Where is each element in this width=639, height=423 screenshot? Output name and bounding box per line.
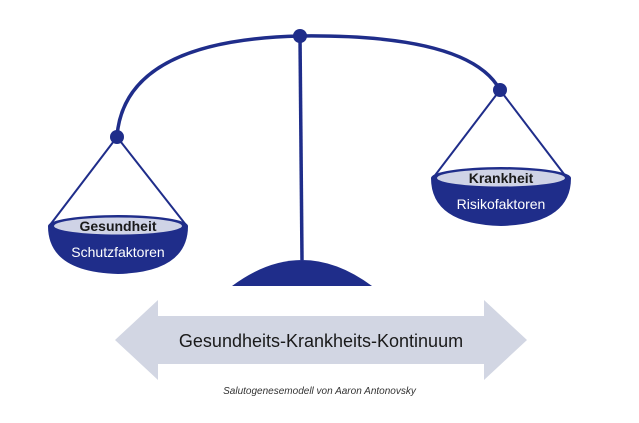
central-pillar (298, 35, 304, 261)
left-pan-subtitle: Schutzfaktoren (71, 244, 164, 260)
balance-beam (115, 34, 502, 137)
continuum-arrow-shape (115, 300, 527, 380)
scale-base (232, 260, 372, 286)
left-pan-title: Gesundheit (79, 218, 156, 234)
right-pan-bowl (431, 178, 571, 226)
right-pan: Krankheit Risikofaktoren (431, 167, 571, 226)
diagram-caption: Salutogenesemodell von Aaron Antonovsky (223, 386, 416, 397)
top-pivot-joint (293, 29, 307, 43)
left-pan-string-right (116, 136, 187, 226)
continuum-arrow-label: Gesundheits-Krankheits-Kontinuum (179, 331, 463, 351)
left-pan-string-left (49, 136, 118, 226)
left-pan-bowl (48, 226, 188, 274)
right-pan-string-left (432, 89, 501, 179)
right-pan-subtitle: Risikofaktoren (457, 196, 546, 212)
right-pan-string-right (499, 89, 568, 179)
left-pan-rim-inner (54, 217, 182, 235)
left-pan: Gesundheit Schutzfaktoren (48, 215, 188, 274)
right-pan-rim-inner (437, 169, 565, 187)
right-pan-title: Krankheit (469, 170, 534, 186)
continuum-arrow: Gesundheits-Krankheits-Kontinuum (115, 300, 527, 380)
